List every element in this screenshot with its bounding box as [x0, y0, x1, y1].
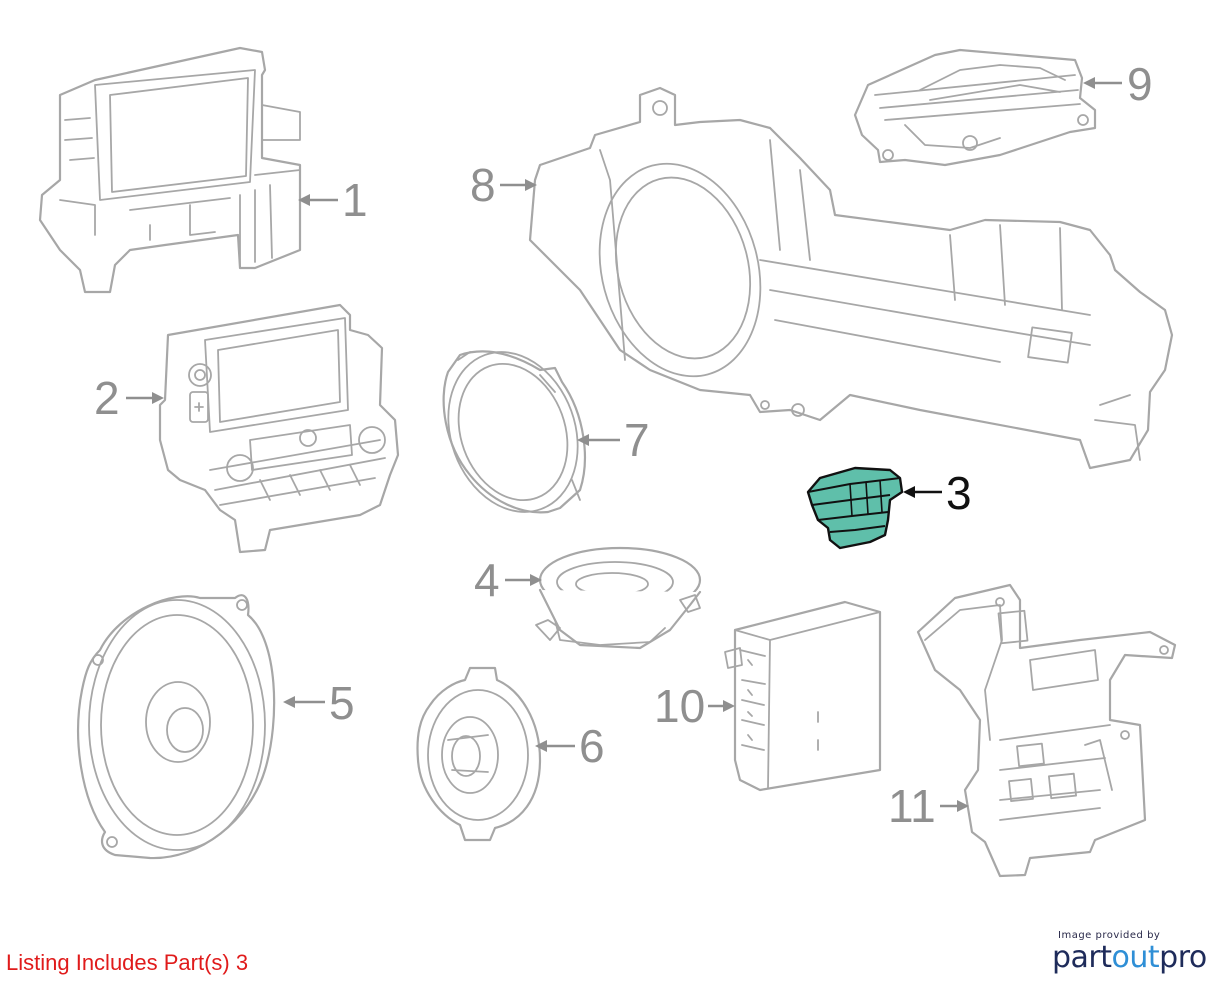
logo-pro: pro: [1159, 940, 1207, 975]
callout-4: 4: [474, 554, 542, 606]
part-8-speaker-housing: [528, 86, 1174, 470]
callout-label-10: 10: [654, 680, 705, 732]
callout-1: 1: [298, 174, 368, 226]
part-2-radio-control: [158, 303, 400, 554]
part-7-speaker-door: [442, 350, 586, 514]
logo-part: part: [1052, 940, 1112, 975]
callout-label-7: 7: [624, 414, 650, 466]
callout-11: 11: [888, 780, 969, 832]
credit-caption: Image provided by: [1058, 930, 1161, 941]
callout-5: 5: [283, 677, 355, 729]
part-1-display-module: [38, 46, 302, 294]
callout-2: 2: [94, 372, 164, 424]
callout-label-4: 4: [474, 554, 500, 606]
callout-8: 8: [470, 159, 537, 211]
part-11-mounting-bracket: [916, 583, 1177, 878]
part-6-speaker-tweeter: [416, 666, 542, 842]
part-4-speaker-midrange: [535, 546, 702, 650]
callout-9: 9: [1083, 58, 1153, 110]
listing-includes-text: Listing Includes Part(s) 3: [6, 950, 249, 975]
partoutpro-logo[interactable]: partoutpro: [1052, 941, 1212, 975]
callout-label-11: 11: [888, 780, 936, 832]
callout-label-3: 3: [946, 467, 972, 519]
callout-label-9: 9: [1127, 58, 1153, 110]
callout-10: 10: [654, 680, 735, 732]
part-9-amplifier: [853, 48, 1097, 167]
callout-6: 6: [535, 720, 605, 772]
part-5-speaker-large: [77, 594, 276, 860]
callout-label-8: 8: [470, 159, 496, 211]
callout-label-5: 5: [329, 677, 355, 729]
callout-3: 3: [903, 467, 972, 519]
callout-7: 7: [577, 414, 650, 466]
part-10-control-module: [724, 600, 882, 792]
callout-label-1: 1: [342, 174, 368, 226]
part-3-highlighted-component: [806, 466, 904, 550]
callout-label-2: 2: [94, 372, 120, 424]
logo-out: out: [1111, 940, 1160, 975]
image-credit: Image provided by partoutpro: [1052, 930, 1212, 975]
callout-label-6: 6: [579, 720, 605, 772]
